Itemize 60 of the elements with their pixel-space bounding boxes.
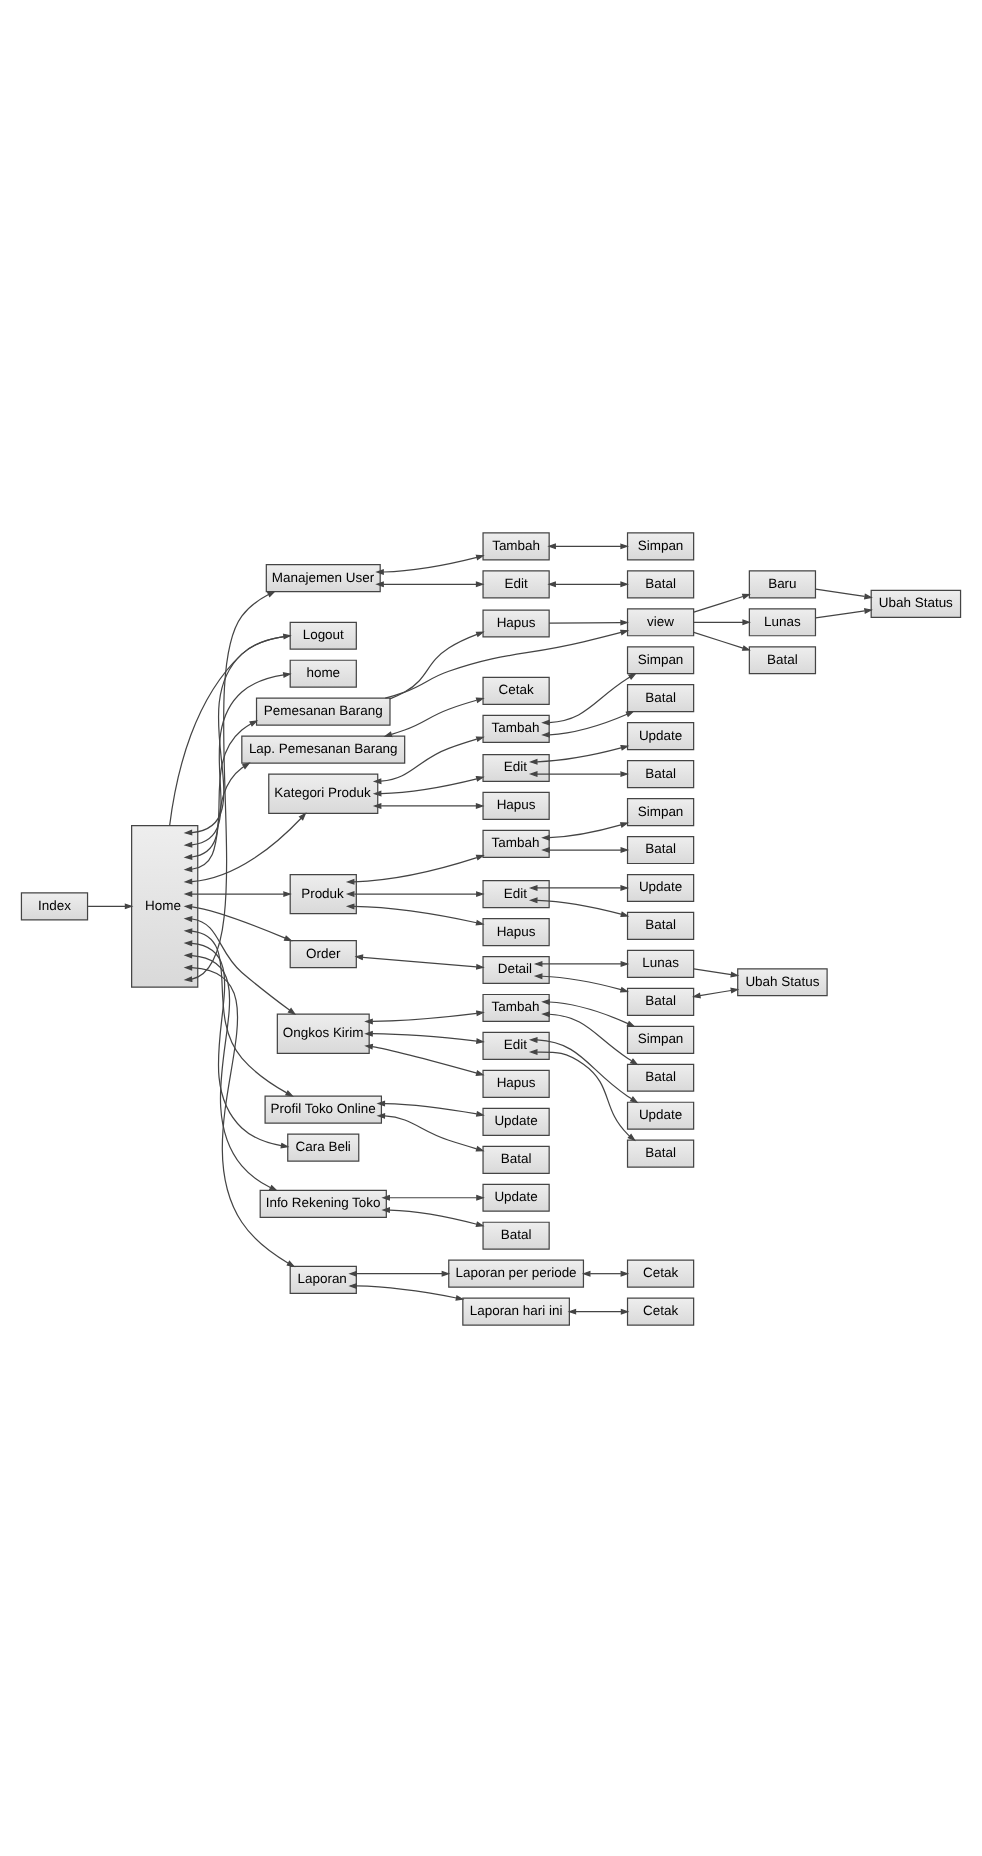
arrow	[384, 628, 630, 698]
arrow	[376, 1099, 485, 1116]
arrow	[693, 592, 751, 612]
arrow	[548, 618, 629, 625]
arrow	[547, 542, 629, 549]
arrow	[389, 630, 485, 699]
arrow	[183, 963, 296, 1267]
arrow	[376, 1111, 485, 1151]
arrow	[183, 939, 290, 1148]
arrow	[533, 959, 630, 966]
arrow	[372, 801, 485, 808]
arrow	[528, 744, 630, 764]
arrow	[345, 853, 485, 884]
arrow	[383, 696, 485, 737]
arrow	[541, 1010, 639, 1065]
arrow	[541, 821, 629, 840]
arrow	[541, 998, 636, 1027]
arrow	[183, 811, 307, 884]
arrow	[528, 1048, 636, 1141]
arrow	[547, 580, 629, 587]
arrow	[381, 1193, 485, 1200]
arrow	[541, 709, 635, 737]
arrow	[528, 884, 629, 890]
arrow	[693, 618, 751, 625]
arrow	[693, 967, 740, 977]
arrow	[541, 846, 630, 853]
arrow	[183, 670, 292, 847]
arrow	[364, 1009, 485, 1024]
arrow	[183, 761, 251, 872]
arrow	[183, 915, 297, 1015]
arrow	[815, 587, 873, 599]
arrow	[183, 890, 292, 897]
arrow	[87, 902, 134, 909]
arrow	[567, 1307, 630, 1314]
arrow	[528, 770, 629, 777]
arrow	[183, 902, 293, 941]
arrow	[691, 986, 740, 998]
arrow	[345, 902, 485, 925]
arrow	[372, 735, 485, 784]
arrow	[533, 972, 629, 992]
arrow	[381, 1206, 485, 1226]
arrow	[348, 1282, 465, 1300]
arrow	[372, 775, 485, 796]
arrow	[375, 580, 485, 587]
arrow	[815, 607, 873, 618]
arrow	[354, 953, 485, 969]
arrow	[364, 1029, 485, 1043]
arrow	[183, 719, 259, 859]
arrow	[364, 1042, 485, 1075]
arrow	[528, 1036, 639, 1103]
arrow	[693, 630, 751, 650]
arrow	[581, 1269, 630, 1276]
arrow	[183, 589, 276, 982]
arrow	[345, 890, 485, 897]
arrow	[183, 927, 294, 1096]
arrow	[375, 553, 485, 574]
arrow	[528, 896, 630, 917]
arrow	[348, 1269, 451, 1276]
arrow	[183, 951, 278, 1191]
arrow	[541, 671, 637, 725]
